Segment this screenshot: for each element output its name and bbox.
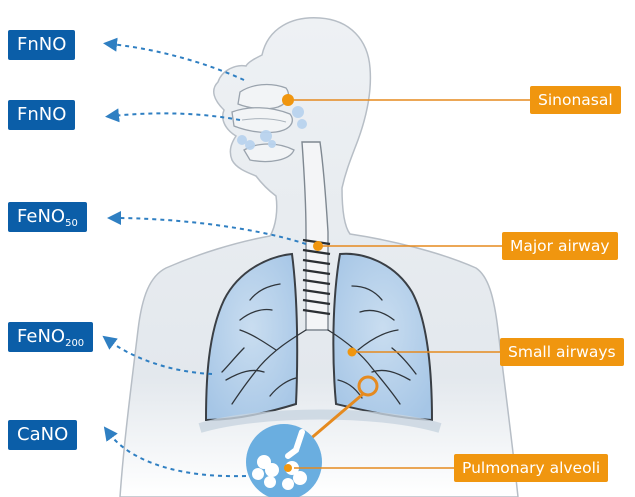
small-airways-marker (348, 348, 357, 357)
dashed-arrow-icon (112, 113, 240, 120)
measurement-label: FeNO50 (8, 202, 87, 232)
measurement-label: FnNO (8, 30, 75, 60)
region-label-small-airways: Small airways (500, 338, 624, 366)
measurement-base: FeNO (17, 206, 65, 227)
measurement-label: FeNO200 (8, 322, 93, 352)
alveoli-icon (246, 424, 322, 497)
measurement-subscript: 50 (65, 218, 78, 229)
region-label-major-airway: Major airway (502, 232, 618, 260)
measurement-base: FeNO (17, 326, 65, 347)
sinonasal-marker (282, 94, 294, 106)
measurement-subscript: 200 (65, 338, 84, 349)
measurement-base: FnNO (17, 34, 66, 55)
region-label-sinonasal: Sinonasal (530, 86, 621, 114)
measurement-label: CaNO (8, 420, 77, 450)
measurement-base: CaNO (17, 424, 68, 445)
measurement-label: FnNO (8, 100, 75, 130)
measurement-base: FnNO (17, 104, 66, 125)
region-label-pulmonary-alveoli: Pulmonary alveoli (454, 454, 608, 482)
major-airway-marker (313, 241, 323, 251)
